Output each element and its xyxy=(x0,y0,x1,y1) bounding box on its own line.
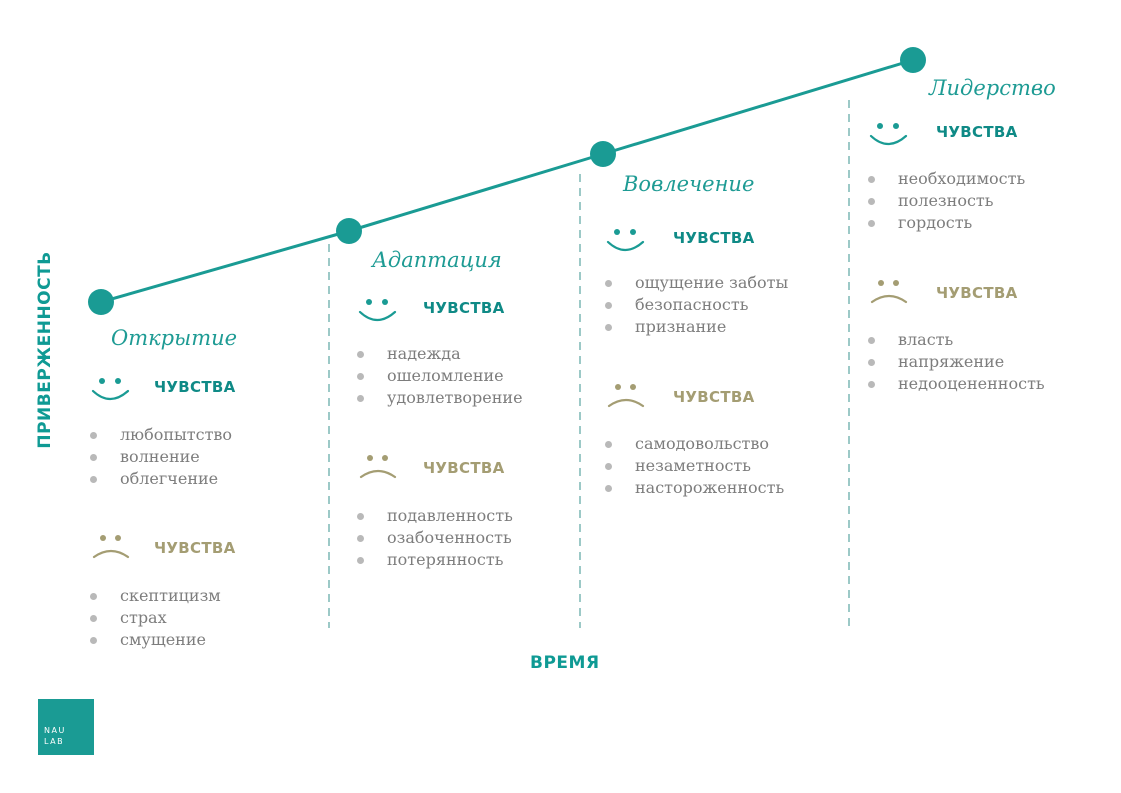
negative-feelings-list: власть напряжение недооцененность xyxy=(868,329,1045,395)
stage-marker-3 xyxy=(590,141,616,167)
list-item: власть xyxy=(868,329,1045,351)
stage-marker-4 xyxy=(900,47,926,73)
list-item: потерянность xyxy=(357,549,513,571)
list-item: скептицизм xyxy=(90,585,221,607)
smile-face-icon xyxy=(358,299,397,322)
stage-marker-1 xyxy=(88,289,114,315)
list-item: настороженность xyxy=(605,477,784,499)
list-item: страх xyxy=(90,607,221,629)
positive-feelings-list: надежда ошеломление удовлетворение xyxy=(357,343,523,409)
list-item: самодовольство xyxy=(605,433,784,455)
negative-feelings-label: ЧУВСТВА xyxy=(936,284,1018,302)
negative-feelings-list: скептицизм страх смущение xyxy=(90,585,221,651)
positive-feelings-label: ЧУВСТВА xyxy=(423,299,505,317)
list-item: надежда xyxy=(357,343,523,365)
list-item: ошеломление xyxy=(357,365,523,387)
stage-title: Открытие xyxy=(111,326,238,350)
sad-face-icon xyxy=(359,455,397,479)
list-item: любопытство xyxy=(90,424,232,446)
list-item: озабоченность xyxy=(357,527,513,549)
stage-title: Вовлечение xyxy=(623,172,755,196)
positive-feelings-header: ЧУВСТВА xyxy=(605,223,855,253)
negative-feelings-label: ЧУВСТВА xyxy=(673,388,755,406)
positive-feelings-label: ЧУВСТВА xyxy=(673,229,755,247)
list-item: признание xyxy=(605,316,788,338)
list-item: ощущение заботы xyxy=(605,272,788,294)
positive-feelings-header: ЧУВСТВА xyxy=(90,372,340,402)
x-axis-label: ВРЕМЯ xyxy=(530,653,600,673)
y-axis-label: ПРИВЕРЖЕННОСТЬ xyxy=(35,251,55,449)
positive-feelings-label: ЧУВСТВА xyxy=(154,378,236,396)
negative-feelings-list: подавленность озабоченность потерянность xyxy=(357,505,513,571)
positive-feelings-header: ЧУВСТВА xyxy=(868,117,1118,147)
stage-marker-2 xyxy=(336,218,362,244)
smile-face-icon xyxy=(606,229,645,252)
negative-feelings-header: ЧУВСТВА xyxy=(357,453,607,483)
logo-line-1: NAU xyxy=(44,726,66,735)
positive-feelings-list: ощущение заботы безопасность признание xyxy=(605,272,788,338)
list-item: незаметность xyxy=(605,455,784,477)
negative-feelings-label: ЧУВСТВА xyxy=(154,539,236,557)
sad-face-icon xyxy=(870,280,908,304)
list-item: необходимость xyxy=(868,168,1025,190)
negative-feelings-header: ЧУВСТВА xyxy=(605,382,855,412)
smile-face-icon xyxy=(869,123,908,146)
list-item: напряжение xyxy=(868,351,1045,373)
list-item: подавленность xyxy=(357,505,513,527)
stage-title: Лидерство xyxy=(929,76,1056,100)
sad-face-icon xyxy=(92,535,130,559)
positive-feelings-label: ЧУВСТВА xyxy=(936,123,1018,141)
sad-face-icon xyxy=(607,384,645,408)
negative-feelings-list: самодовольство незаметность настороженно… xyxy=(605,433,784,499)
list-item: волнение xyxy=(90,446,232,468)
positive-feelings-header: ЧУВСТВА xyxy=(357,293,607,323)
positive-feelings-list: любопытство волнение облегчение xyxy=(90,424,232,490)
list-item: смущение xyxy=(90,629,221,651)
commitment-trend-line xyxy=(100,58,914,304)
smile-face-icon xyxy=(91,378,130,401)
list-item: гордость xyxy=(868,212,1025,234)
list-item: полезность xyxy=(868,190,1025,212)
negative-feelings-header: ЧУВСТВА xyxy=(90,533,340,563)
list-item: безопасность xyxy=(605,294,788,316)
list-item: недооцененность xyxy=(868,373,1045,395)
negative-feelings-label: ЧУВСТВА xyxy=(423,459,505,477)
naulab-logo: NAU LAB xyxy=(38,699,94,755)
logo-line-2: LAB xyxy=(44,737,65,746)
list-item: облегчение xyxy=(90,468,232,490)
positive-feelings-list: необходимость полезность гордость xyxy=(868,168,1025,234)
stage-title: Адаптация xyxy=(372,248,502,272)
list-item: удовлетворение xyxy=(357,387,523,409)
negative-feelings-header: ЧУВСТВА xyxy=(868,278,1118,308)
